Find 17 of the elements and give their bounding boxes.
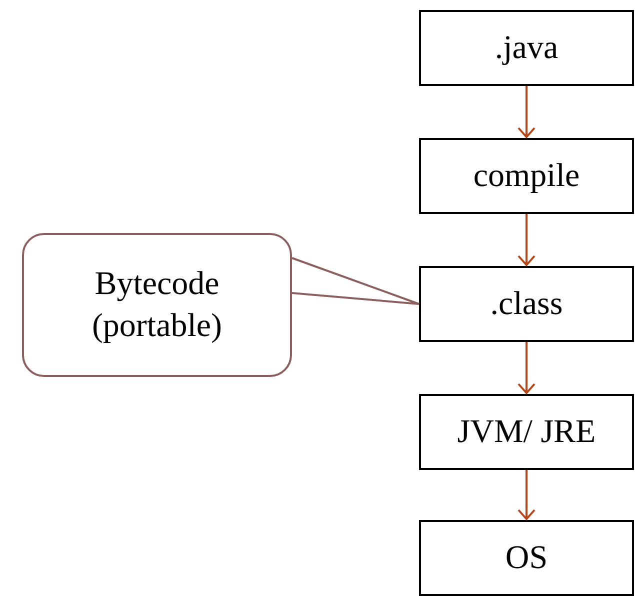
arrow [518, 342, 536, 394]
node-label: OS [505, 539, 548, 578]
process-box [419, 10, 634, 86]
callout-bubble [22, 233, 292, 377]
arrow [518, 470, 536, 520]
node-label: Bytecode (portable) [90, 265, 224, 346]
node-label: .class [490, 285, 563, 324]
node-label: .java [494, 29, 558, 68]
arrow [518, 214, 536, 266]
process-box [419, 138, 634, 214]
node-label: compile [473, 157, 580, 196]
process-box [419, 520, 634, 596]
callout-tail [291, 257, 420, 305]
arrow [518, 86, 536, 138]
process-box [419, 266, 634, 342]
node-label: JVM/ JRE [457, 413, 596, 452]
process-box [419, 394, 634, 470]
